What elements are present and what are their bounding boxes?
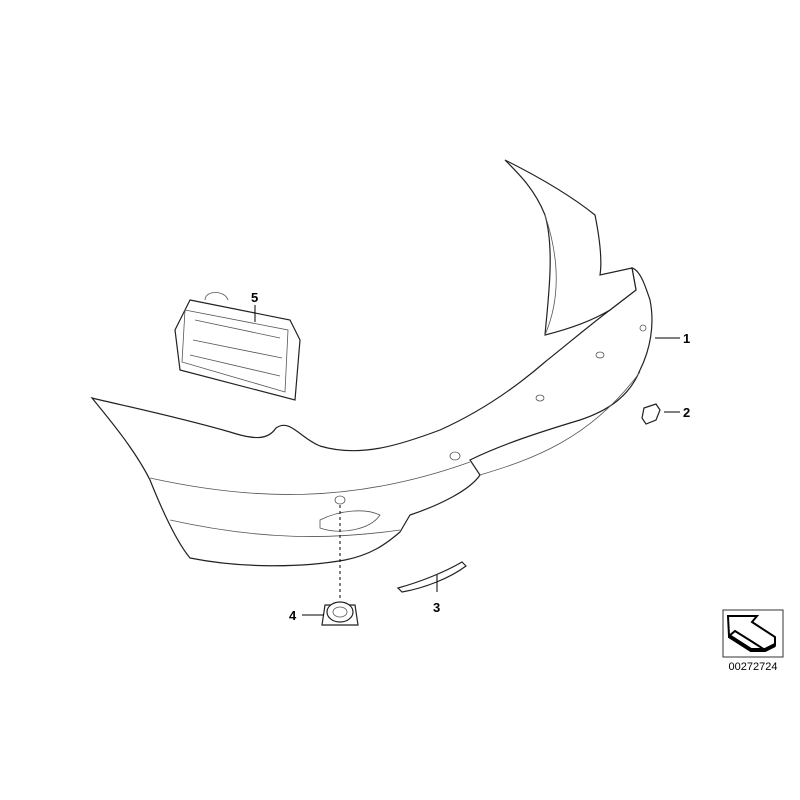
part-label-1: 1 bbox=[683, 331, 690, 346]
bracket-grille-part[interactable] bbox=[174, 292, 301, 401]
bumper-cover[interactable] bbox=[90, 159, 653, 567]
part-label-5: 5 bbox=[251, 290, 258, 305]
part-label-3: 3 bbox=[433, 600, 440, 615]
diagram-code: 00272724 bbox=[729, 661, 778, 673]
part-label-2: 2 bbox=[683, 405, 690, 420]
arrow-orientation-icon bbox=[722, 609, 784, 658]
reflector-strip-part[interactable] bbox=[396, 561, 467, 593]
clip-part[interactable] bbox=[641, 403, 661, 425]
part-label-4: 4 bbox=[289, 608, 297, 623]
park-sensor-part[interactable] bbox=[321, 601, 359, 626]
